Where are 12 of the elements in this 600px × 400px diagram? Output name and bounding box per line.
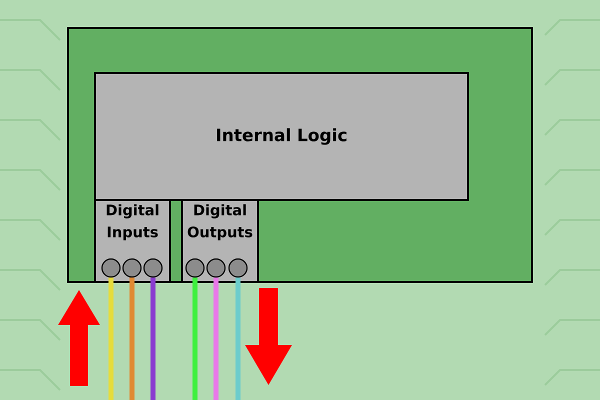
connector-pin — [185, 258, 205, 278]
wire — [150, 278, 156, 400]
wire — [108, 278, 114, 400]
wire — [214, 278, 218, 400]
wire — [236, 278, 240, 400]
connector-pin — [122, 258, 142, 278]
connector-pin — [101, 258, 121, 278]
connector-pin — [143, 258, 163, 278]
wire — [192, 278, 198, 400]
connector-pin — [228, 258, 248, 278]
wire — [130, 278, 134, 400]
connector-pin — [206, 258, 226, 278]
